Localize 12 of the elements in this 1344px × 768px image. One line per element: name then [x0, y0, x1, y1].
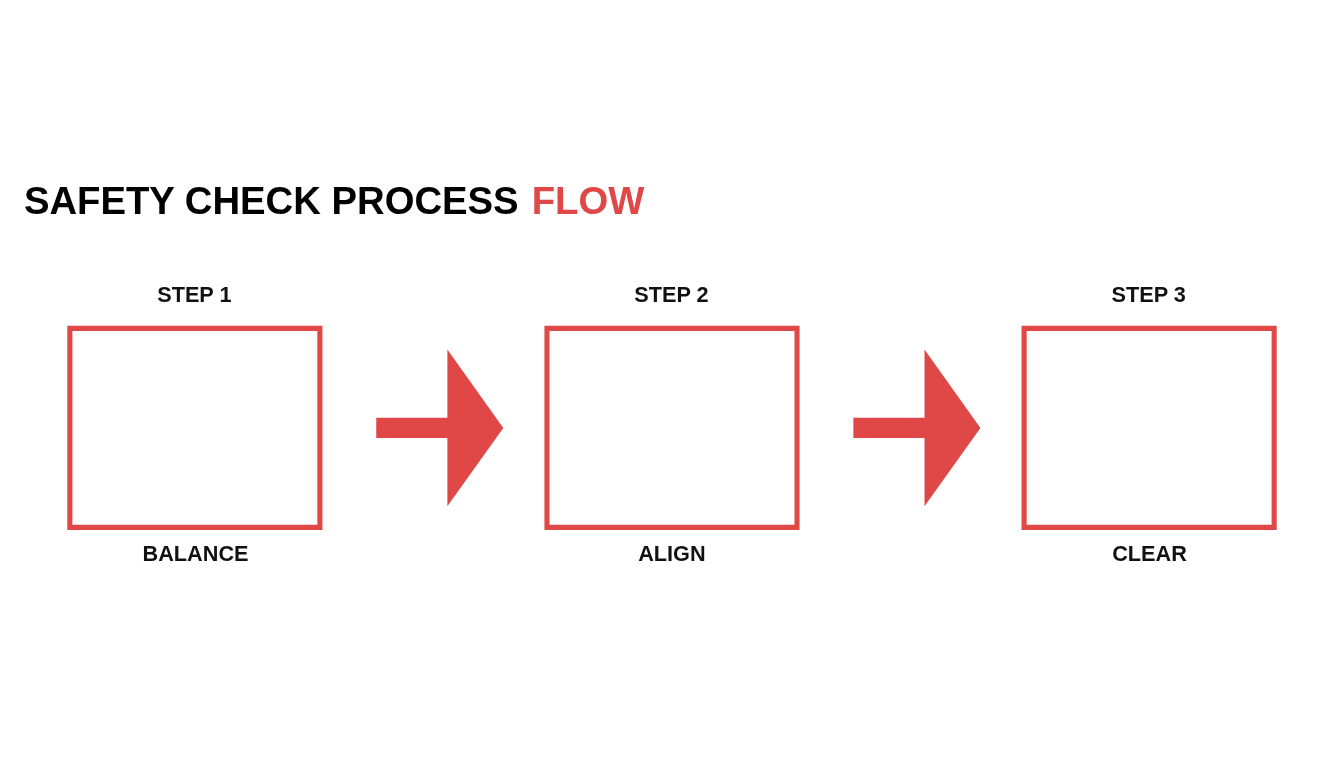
arrow: [853, 349, 981, 506]
node-label: ALIGN: [638, 540, 706, 566]
node-box: [544, 325, 800, 530]
node-label: CLEAR: [1112, 540, 1187, 566]
node-label: STEP 2: [634, 281, 709, 307]
node-box: [67, 325, 323, 530]
node-label: BALANCE: [142, 540, 249, 566]
node-box: [1021, 325, 1277, 530]
arrow: [376, 349, 504, 506]
diagram-title: SAFETY CHECK PROCESS FLOW: [23, 178, 645, 222]
node-label: STEP 1: [157, 281, 232, 307]
node-label: STEP 3: [1111, 281, 1186, 307]
